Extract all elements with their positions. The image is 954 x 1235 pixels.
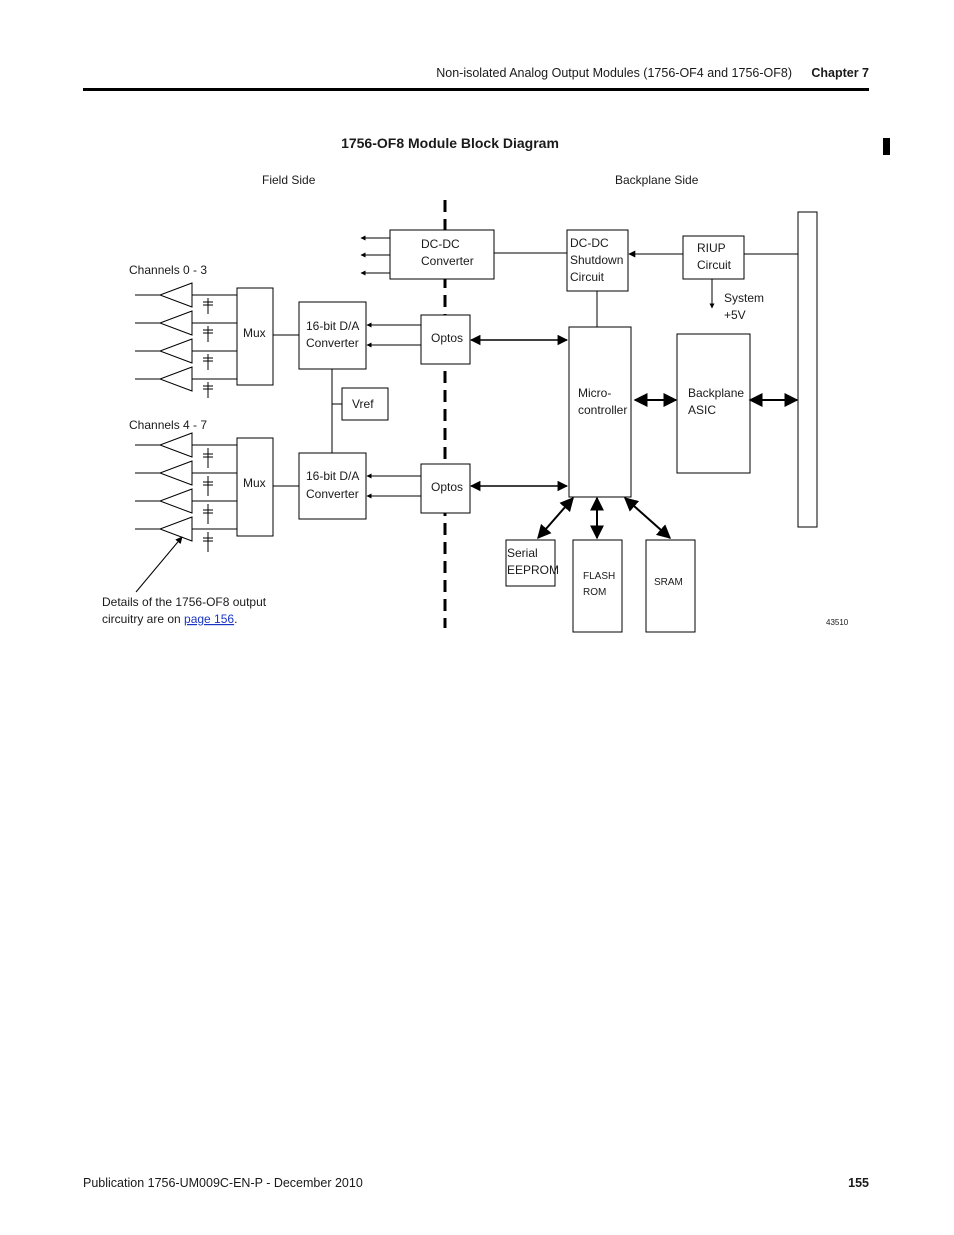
dcdc-shutdown-block: DC-DC Shutdown Circuit — [566, 229, 629, 292]
header-rule — [83, 88, 869, 91]
note-line1: Details of the 1756-OF8 output — [102, 595, 267, 609]
backplane-side-label: Backplane Side — [615, 173, 699, 187]
shutdown-line2: Shutdown — [570, 253, 623, 267]
backplane-bar — [797, 211, 818, 528]
dac-line1: 16-bit D/A — [306, 469, 359, 483]
optos-block-lower: Optos — [420, 463, 471, 514]
mux-block-lower: Mux — [236, 437, 274, 537]
output-buffer-ch4 — [135, 432, 237, 468]
dcdc-converter-block: DC-DC Converter — [389, 229, 495, 280]
vref-block: Vref — [341, 387, 389, 421]
footer-page-number: 155 — [848, 1176, 869, 1190]
serial-eeprom-block: Serial EEPROM — [505, 539, 559, 587]
flash-line2: ROM — [583, 587, 606, 598]
dcdc-line2: Converter — [421, 254, 474, 268]
note-line2: circuitry are on page 156. — [102, 612, 237, 626]
dcdc-line1: DC-DC — [421, 237, 460, 251]
eeprom-line2: EEPROM — [507, 563, 559, 577]
output-buffer-ch6 — [135, 488, 237, 524]
callout-pointer — [135, 536, 183, 593]
output-buffer-ch3 — [135, 366, 237, 398]
field-side-label: Field Side — [262, 173, 316, 187]
change-bar — [883, 138, 890, 155]
capacitor-marks — [203, 301, 213, 542]
output-buffer-ch0 — [135, 282, 237, 314]
sram-block: SRAM — [645, 539, 696, 633]
eeprom-line1: Serial — [507, 546, 538, 560]
note-line2-text: circuitry are on — [102, 612, 184, 626]
figure-title: 1756-OF8 Module Block Diagram — [341, 135, 559, 151]
output-buffer-ch7 — [135, 516, 237, 552]
micro-sram-arrow — [623, 497, 672, 539]
output-buffers-upper — [135, 282, 237, 398]
channels-4-7-label: Channels 4 - 7 — [129, 418, 207, 432]
riup-line2: Circuit — [697, 258, 732, 272]
vref-label: Vref — [352, 397, 374, 411]
riup-line1: RIUP — [697, 241, 726, 255]
output-buffers-lower — [135, 432, 237, 552]
system-line2: +5V — [724, 308, 746, 322]
dac-block-upper: 16-bit D/A Converter — [298, 301, 367, 370]
riup-circuit-block: RIUP Circuit — [682, 235, 745, 280]
asic-line1: Backplane — [688, 386, 744, 400]
channels-0-3-label: Channels 0 - 3 — [129, 263, 207, 277]
dac-line2: Converter — [306, 487, 359, 501]
running-header-title: Non-isolated Analog Output Modules (1756… — [436, 66, 792, 80]
footer-publication: Publication 1756-UM009C-EN-P - December … — [83, 1176, 363, 1190]
page-156-link[interactable]: page 156 — [184, 612, 234, 626]
mux-label: Mux — [243, 326, 266, 340]
shutdown-line1: DC-DC — [570, 236, 609, 250]
dac-block-lower: 16-bit D/A Converter — [298, 452, 367, 520]
shutdown-line3: Circuit — [570, 270, 605, 284]
output-buffer-ch5 — [135, 460, 237, 496]
micro-line2: controller — [578, 403, 627, 417]
backplane-asic-block: Backplane ASIC — [676, 333, 751, 474]
note-period: . — [234, 612, 237, 626]
sram-label: SRAM — [654, 577, 683, 588]
mux-label: Mux — [243, 476, 266, 490]
dac-line2: Converter — [306, 336, 359, 350]
dac-line1: 16-bit D/A — [306, 319, 359, 333]
mux-block-upper: Mux — [236, 287, 274, 386]
system-line1: System — [724, 291, 764, 305]
microcontroller-block: Micro- controller — [568, 326, 632, 498]
output-buffer-ch2 — [135, 338, 237, 370]
figure-number: 43510 — [826, 618, 849, 627]
flash-line1: FLASH — [583, 571, 615, 582]
flash-rom-block: FLASH ROM — [572, 539, 623, 633]
output-buffer-ch1 — [135, 310, 237, 342]
optos-block-upper: Optos — [420, 314, 471, 365]
optos-label: Optos — [431, 331, 463, 345]
micro-line1: Micro- — [578, 386, 611, 400]
micro-eeprom-arrow — [537, 496, 574, 540]
running-header-chapter: Chapter 7 — [811, 66, 869, 80]
asic-line2: ASIC — [688, 403, 716, 417]
optos-label: Optos — [431, 480, 463, 494]
